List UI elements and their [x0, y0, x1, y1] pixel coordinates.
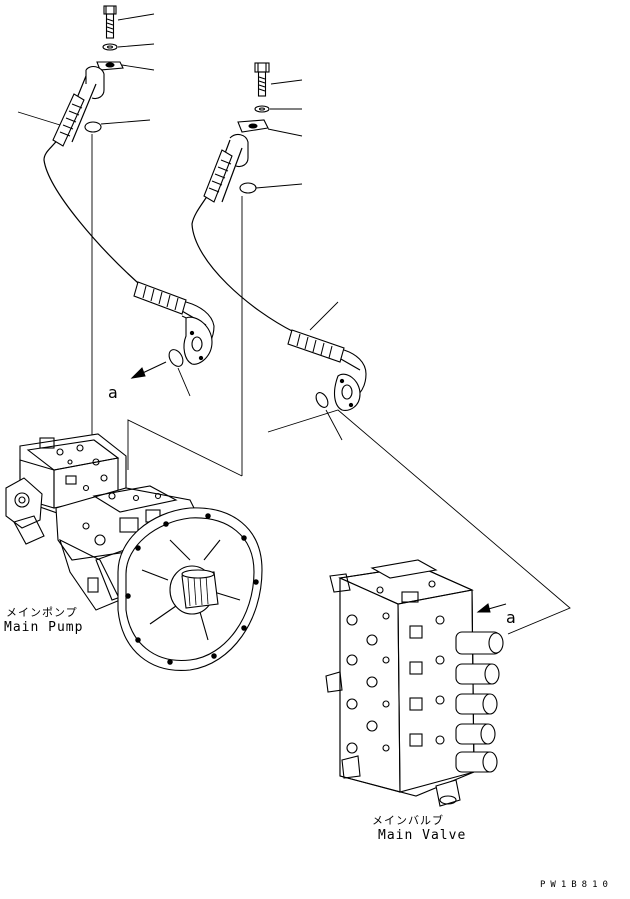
- callout-a-left: a: [108, 383, 118, 402]
- right-o-ring-bottom: [315, 392, 329, 408]
- callout-arrow-left: [130, 361, 167, 379]
- main-valve-drawing: [325, 559, 504, 807]
- valve-spool-caps: [455, 631, 504, 773]
- right-bolt: [254, 62, 270, 97]
- right-hose: [191, 139, 367, 411]
- left-o-ring-top: [84, 121, 102, 133]
- callout-arrow-right: [476, 603, 507, 613]
- right-leader-lines: [241, 79, 343, 476]
- left-o-ring-bottom: [168, 349, 184, 367]
- right-washer: [254, 105, 270, 113]
- left-bolt: [103, 5, 117, 39]
- left-split-flange: [85, 61, 124, 100]
- main-pump-drawing: [5, 433, 263, 671]
- left-washer: [102, 43, 118, 51]
- main-pump-label-jp: メインポンプ: [6, 606, 78, 619]
- valve-left-fittings: [325, 612, 390, 779]
- drawing-code: PW1B810: [540, 880, 613, 890]
- left-hose: [43, 75, 215, 365]
- main-valve-label-en: Main Valve: [378, 828, 467, 843]
- left-leader-lines: [17, 13, 191, 438]
- callout-a-right: a: [506, 608, 516, 627]
- valve-front-fittings: [409, 615, 445, 747]
- right-o-ring-top: [239, 182, 257, 194]
- right-split-flange: [229, 119, 269, 168]
- main-pump-label-en: Main Pump: [4, 620, 84, 635]
- connection-lines: [127, 409, 571, 635]
- main-valve-label-jp: メインバルブ: [372, 814, 444, 827]
